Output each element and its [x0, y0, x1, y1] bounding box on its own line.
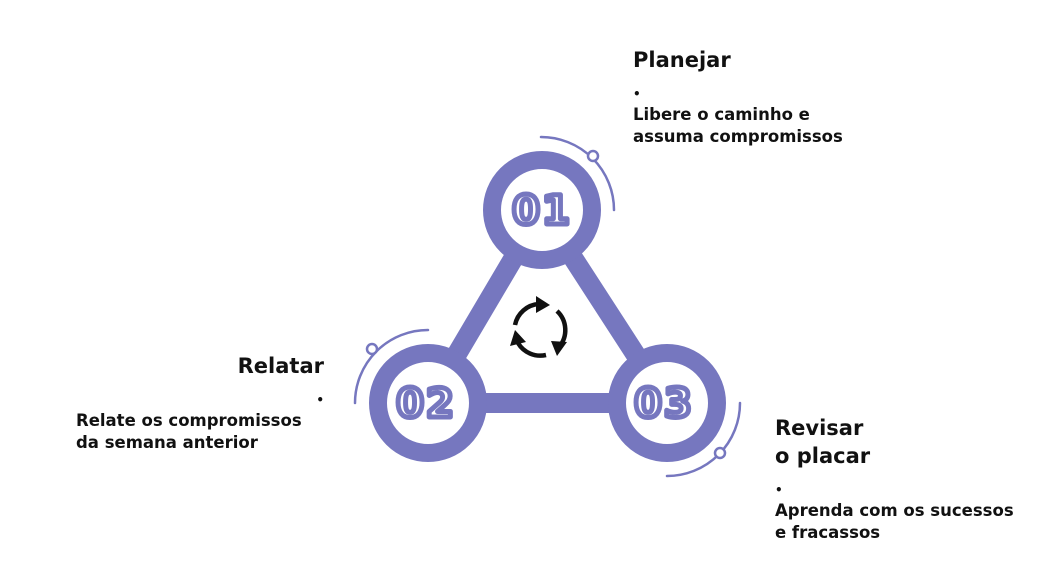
- arc-dot-3: [713, 446, 727, 460]
- step-planejar: Planejar • Libere o caminho e assuma com…: [633, 46, 893, 148]
- step-3-bullet: •: [775, 483, 783, 497]
- triangle-connector: [418, 200, 677, 413]
- step-3-title: Revisar o placar: [775, 416, 871, 468]
- node-01: 01: [483, 151, 601, 269]
- step-1-description: Libere o caminho e assuma compromissos: [633, 105, 843, 146]
- arc-decoration-1: [539, 135, 616, 212]
- arc-decoration-2: [353, 328, 430, 405]
- node-01-number: 01: [512, 188, 572, 234]
- arc-dot-1: [586, 149, 600, 163]
- arc-dot-2: [365, 342, 379, 356]
- arc-decoration-3: [665, 401, 742, 478]
- step-1-bullet: •: [633, 87, 641, 101]
- step-2-bullet: •: [316, 393, 324, 407]
- node-02-number: 02: [396, 381, 456, 427]
- step-revisar-o-placar: Revisar o placar • Aprenda com os sucess…: [775, 414, 1045, 544]
- step-3-description: Aprenda com os sucessos e fracassos: [775, 501, 1014, 542]
- node-03-number: 03: [634, 381, 694, 427]
- step-1-title: Planejar: [633, 48, 731, 72]
- node-02: 02: [369, 344, 487, 462]
- step-2-description: Relate os compromissos da semana anterio…: [76, 411, 302, 452]
- cycle-arrows-icon: [510, 296, 568, 358]
- step-relatar: Relatar • Relate os compromissos da sema…: [76, 352, 326, 454]
- step-2-title: Relatar: [237, 354, 324, 378]
- node-03: 03: [608, 344, 726, 462]
